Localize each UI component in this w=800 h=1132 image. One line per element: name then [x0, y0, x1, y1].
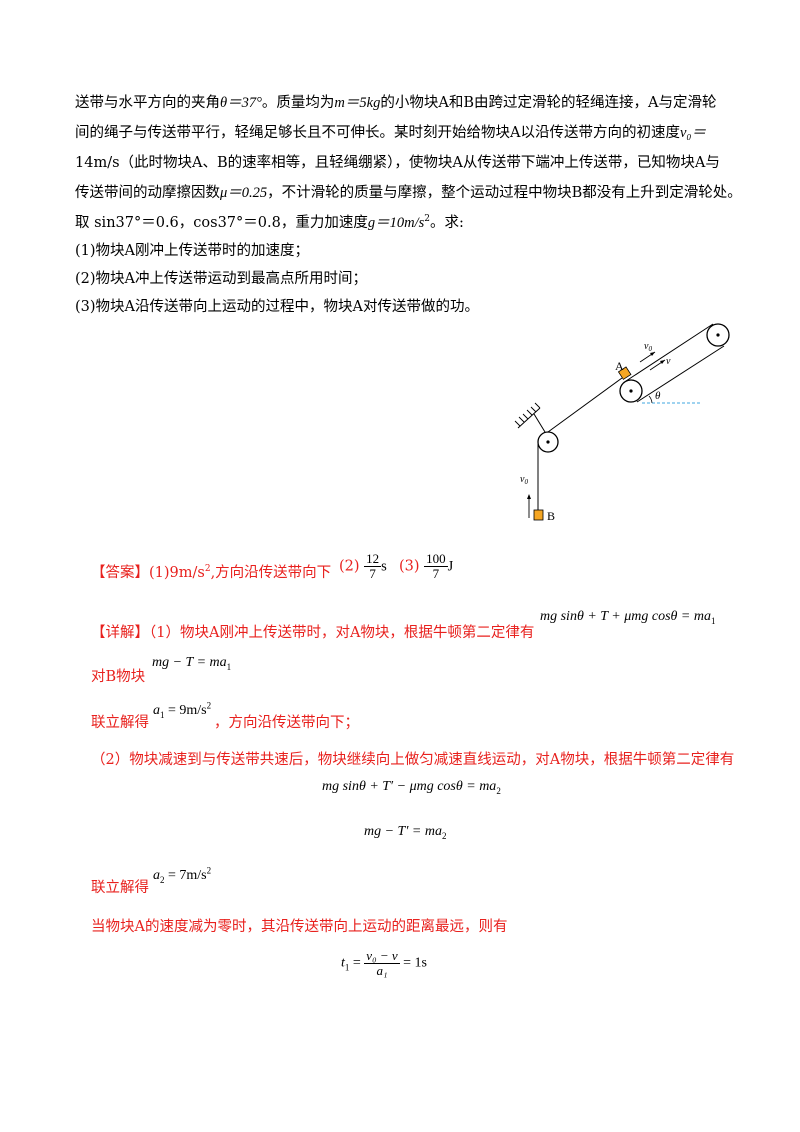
- text: (1)物块A刚冲上传送带时的加速度；: [75, 243, 310, 259]
- eq-lhs: t: [341, 955, 345, 971]
- g-value: g＝10m/s: [367, 215, 425, 231]
- eq-text: mg − T′ = ma: [364, 824, 442, 839]
- text: ，方向沿传送带向下；: [214, 715, 359, 731]
- text: 取 sin37°＝0.6，cos37°＝0.8，重力加速度: [75, 215, 368, 231]
- eq-text: mg − T = ma: [152, 655, 227, 670]
- answer-2-num: 12: [364, 551, 382, 567]
- belt-lower-line: [636, 345, 725, 403]
- mass-value: m＝5kg: [334, 95, 381, 111]
- problem-line-2: 间的绳子与传送带平行，轻绳足够长且不可伸长。某时刻开始给物块A以沿传送带方向的初…: [75, 122, 706, 144]
- eq-sub: 1: [344, 962, 350, 973]
- block-b: [533, 509, 544, 521]
- equation-3: a1 = 9m/s2: [153, 700, 212, 720]
- equation-4: mg sinθ + T′ − μmg cosθ = ma2: [322, 779, 501, 795]
- theta-value: θ＝37°: [220, 95, 262, 111]
- answer-3-prefix: (3): [399, 558, 420, 575]
- eq-sub: 1: [160, 709, 165, 720]
- problem-line-1: 送带与水平方向的夹角θ＝37°。质量均为m＝5kg的小物块A和B由跨过定滑轮的轻…: [75, 92, 716, 114]
- eq-tail: = 9m/s: [164, 703, 207, 718]
- v0-value: v₀＝: [679, 125, 706, 141]
- eq-rhs: = 1s: [399, 955, 427, 971]
- text: 联立解得: [91, 880, 149, 896]
- problem-line-4: 传送带间的动摩擦因数μ＝0.25，不计滑轮的质量与摩擦，整个运动过程中物块B都没…: [75, 182, 742, 204]
- text: 联立解得: [91, 715, 149, 731]
- text: （2）物块减速到与传送带共速后，物块继续向上做匀减速直线运动，对A物块，根据牛顿…: [91, 752, 735, 768]
- solution-step-5: 联立解得: [91, 877, 149, 899]
- text: （1）物块A刚冲上传送带时，对A物块，根据牛顿第二定律有: [149, 625, 535, 641]
- v0-label-left: v0: [520, 474, 528, 486]
- equation-5: mg − T′ = ma2: [364, 824, 446, 840]
- solution-step-2: 对B物块: [91, 666, 145, 688]
- solution-step-6: 当物块A的速度减为零时，其沿传送带向上运动的距离最远，则有: [91, 916, 507, 938]
- text: (2)物块A冲上传送带运动到最高点所用时间；: [75, 271, 368, 287]
- eq-num: v₀ − v: [364, 948, 400, 964]
- eq-sub: 2: [496, 785, 501, 796]
- conveyor-diagram: θ A v0 v v0 B: [514, 323, 730, 523]
- rope-incline: [547, 377, 623, 433]
- text: 送带与水平方向的夹角: [75, 95, 220, 111]
- text: 的小物块A和B由跨过定滑轮的轻绳连接，A与定滑轮: [380, 95, 717, 111]
- block-a: [617, 366, 632, 380]
- eq-sub: 1: [226, 661, 232, 672]
- text: 间的绳子与传送带平行，轻绳足够长且不可伸长。某时刻开始给物块A以沿传送带方向的初…: [75, 125, 680, 141]
- answer-1-tail: ,方向沿传送带向下: [210, 565, 332, 581]
- equation-6: a2 = 7m/s2: [153, 865, 212, 885]
- solution-step-1: 【详解】（1）物块A刚冲上传送带时，对A物块，根据牛顿第二定律有: [91, 622, 534, 644]
- equation-1: mg sinθ + T + μmg cosθ = ma1: [540, 609, 716, 625]
- text: 对B物块: [91, 669, 146, 685]
- solution-step-4: （2）物块减速到与传送带共速后，物块继续向上做匀减速直线运动，对A物块，根据牛顿…: [91, 749, 734, 771]
- answer-3-num: 100: [424, 551, 448, 567]
- question-3: (3)物块A沿传送带向上运动的过程中，物块A对传送带做的功。: [75, 296, 479, 318]
- question-1: (1)物块A刚冲上传送带时的加速度；: [75, 240, 309, 262]
- answer-1: (1)9m/s: [149, 565, 205, 581]
- text: 14m/s（此时物块A、B的速率相等，且轻绳绷紧），使物块A从传送带下端冲上传送…: [75, 155, 720, 171]
- eq-text: a: [153, 868, 160, 883]
- problem-line-5: 取 sin37°＝0.6，cos37°＝0.8，重力加速度g＝10m/s2。求:: [75, 214, 464, 231]
- label-a: A: [615, 359, 624, 373]
- text: 当物块A的速度减为零时，其沿传送带向上运动的距离最远，则有: [91, 919, 508, 935]
- eq-sub: 2: [160, 874, 165, 885]
- answer-2-prefix: (2): [339, 558, 360, 575]
- question-2: (2)物块A冲上传送带运动到最高点所用时间；: [75, 268, 367, 290]
- answer-2-unit: s: [381, 558, 387, 575]
- solution-label: 【详解】: [91, 625, 149, 641]
- belt-upper-line: [625, 323, 714, 382]
- eq-sub: 1: [711, 615, 716, 626]
- problem-line-3: 14m/s（此时物块A、B的速率相等，且轻绳绷紧），使物块A从传送带下端冲上传送…: [75, 152, 720, 174]
- solution-step-3: 联立解得: [91, 712, 149, 734]
- answer-3-den: 7: [432, 566, 440, 581]
- answer-label: 【答案】: [91, 565, 149, 581]
- eq-den: a₁: [376, 963, 388, 978]
- theta-label: θ: [655, 390, 661, 402]
- eq-text: mg sinθ + T′ − μmg cosθ = ma: [322, 779, 497, 794]
- ceiling: [517, 407, 541, 429]
- v-label: v: [666, 356, 671, 367]
- answer-2-den: 7: [369, 566, 376, 581]
- label-b: B: [547, 509, 555, 523]
- eq-text: a: [153, 703, 160, 718]
- equation-2: mg − T = ma1: [152, 655, 231, 671]
- text: (3)物块A沿传送带向上运动的过程中，物块A对传送带做的功。: [75, 299, 479, 315]
- text: 。求:: [429, 215, 464, 231]
- eq-sub: 2: [441, 830, 447, 841]
- eq-tail: = 7m/s: [164, 868, 207, 883]
- eq-text: mg sinθ + T + μmg cosθ = ma: [540, 609, 711, 624]
- answer-line: 【答案】(1)9m/s2,方向沿传送带向下: [91, 564, 332, 581]
- text: 。质量均为: [261, 95, 335, 111]
- text: ，不计滑轮的质量与摩擦，整个运动过程中物块B都没有上升到定滑轮处。: [267, 185, 742, 201]
- solution-step-3-tail: ，方向沿传送带向下；: [214, 712, 359, 734]
- v0-label-top: v0: [644, 341, 652, 353]
- mu-value: μ＝0.25: [220, 185, 268, 201]
- text: 传送带间的动摩擦因数: [75, 185, 220, 201]
- answer-3-unit: J: [447, 558, 454, 575]
